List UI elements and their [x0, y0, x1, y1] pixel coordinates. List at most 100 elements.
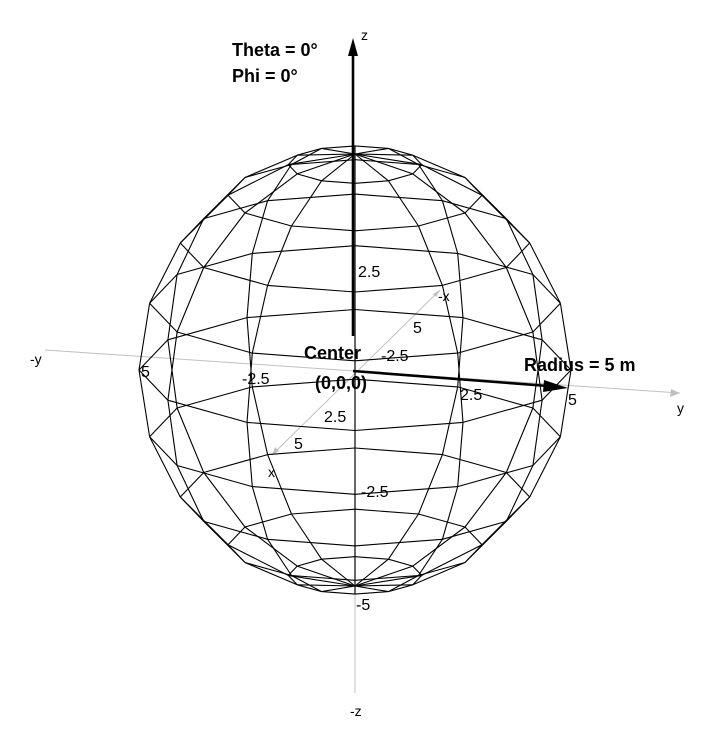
latitude-edge	[354, 159, 419, 166]
longitude-edge	[246, 422, 253, 487]
longitude-edge	[203, 177, 246, 219]
longitude-edge	[532, 274, 543, 340]
longitude-edge	[505, 407, 534, 473]
latitude-edge	[442, 454, 507, 474]
latitude-edge	[388, 584, 413, 593]
latitude-edge	[354, 352, 458, 362]
latitude-edge	[246, 308, 356, 319]
latitude-edge	[532, 274, 561, 304]
latitude-edge	[176, 386, 253, 409]
longitude-edge	[505, 218, 534, 275]
latitude-edge	[462, 317, 543, 341]
longitude-edge	[251, 200, 269, 254]
longitude-edge	[412, 526, 466, 567]
longitude-edge	[176, 465, 205, 522]
latitude-edge	[176, 331, 253, 354]
y-axis-arrowhead	[670, 389, 680, 397]
latitude-edge	[297, 147, 322, 156]
longitude-edge	[354, 147, 389, 155]
longitude-edge	[354, 153, 413, 175]
latitude-edge	[167, 399, 248, 423]
longitude-edge	[176, 267, 205, 333]
x-tick-neg-5: 5	[413, 320, 422, 337]
longitude-edge	[179, 496, 229, 546]
longitude-edge	[251, 285, 269, 354]
longitude-edge	[251, 386, 269, 455]
latitude-edge	[267, 447, 356, 456]
longitude-edge	[532, 339, 543, 409]
neg-x-axis-arrowhead	[433, 290, 440, 297]
radius-vector	[352, 369, 549, 388]
longitude-edge	[354, 153, 413, 156]
latitude-edge	[388, 147, 413, 156]
longitude-edge	[288, 153, 356, 166]
longitude-edge	[297, 565, 356, 587]
longitude-edge	[321, 153, 356, 182]
latitude-edge	[291, 574, 356, 581]
longitude-edge	[418, 164, 443, 202]
longitude-edge	[244, 526, 298, 567]
latitude-edge	[354, 284, 443, 293]
latitude-edge	[354, 193, 443, 202]
sphere-wireframe	[138, 145, 572, 595]
latitude-edge	[203, 266, 268, 286]
longitude-edge	[354, 558, 389, 587]
longitude-edge	[179, 194, 229, 244]
latitude-edge	[418, 212, 466, 227]
longitude-edge	[505, 465, 534, 522]
longitude-edge	[149, 242, 181, 304]
latitude-edge	[321, 591, 356, 595]
latitude-edge	[287, 154, 298, 165]
longitude-edge	[203, 521, 246, 563]
longitude-edge	[354, 584, 413, 587]
latitude-edge	[532, 407, 561, 438]
y-tick-2-5: 2.5	[460, 387, 482, 404]
longitude-edge	[417, 454, 443, 515]
neg-z-axis-label: -z	[350, 703, 362, 719]
latitude-edge	[505, 242, 531, 268]
latitude-edge	[354, 538, 443, 547]
neg-y-axis-label: -y	[30, 351, 42, 367]
longitude-edge	[559, 303, 572, 371]
latitude-edge	[287, 565, 298, 576]
longitude-edge	[267, 225, 293, 286]
latitude-edge	[227, 526, 246, 546]
longitude-edge	[418, 538, 443, 576]
z-tick-2-5: 2.5	[358, 264, 380, 281]
latitude-edge	[297, 584, 322, 593]
longitude-edge	[291, 147, 322, 165]
latitude-edge	[354, 245, 458, 254]
longitude-edge	[532, 331, 543, 401]
longitude-edge	[441, 200, 459, 254]
longitude-edge	[244, 561, 298, 586]
y-tick-neg-5: 5	[141, 364, 150, 381]
longitude-edge	[559, 369, 572, 437]
longitude-edge	[417, 225, 443, 286]
x-axis-arrowhead	[272, 447, 279, 455]
latitude-edge	[464, 526, 483, 546]
latitude-edge	[388, 558, 413, 567]
longitude-edge	[291, 513, 323, 560]
vectors	[348, 38, 568, 392]
longitude-edge	[321, 585, 356, 593]
latitude-edge	[267, 284, 356, 293]
latitude-edge	[354, 574, 419, 581]
latitude-edge	[354, 421, 464, 432]
longitude-edge	[167, 339, 178, 409]
longitude-edge	[176, 407, 205, 473]
theta-phi-vector-arrowhead	[348, 38, 358, 56]
longitude-edge	[387, 180, 419, 227]
longitude-edge	[291, 575, 322, 593]
longitude-edge	[354, 565, 413, 587]
neg-x-axis-label: -x	[438, 288, 450, 304]
longitude-edge	[167, 400, 178, 466]
longitude-edge	[251, 486, 269, 540]
longitude-edge	[244, 173, 298, 214]
latitude-edge	[246, 421, 356, 432]
y-tick-neg-2-5: -2.5	[242, 371, 270, 388]
longitude-edge	[464, 177, 507, 219]
latitude-edge	[287, 164, 298, 175]
x-tick-2-5: 2.5	[324, 409, 346, 426]
x-axis-label: x	[268, 464, 275, 480]
